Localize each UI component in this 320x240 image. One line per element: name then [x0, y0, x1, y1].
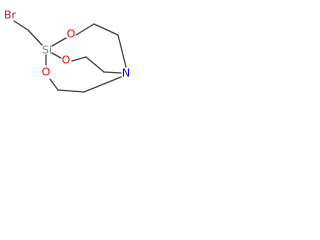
atom-o-mid-label: O — [62, 54, 71, 67]
bond-c-n-top — [117, 34, 127, 68]
bond-c-n-mid — [103, 71, 122, 74]
atom-o-top-label: O — [67, 28, 76, 41]
bond-c-c-low — [57, 89, 85, 93]
atom-o-low-label: O — [42, 66, 51, 79]
bond-si-o-mid — [51, 52, 62, 59]
bond-br-ch2 — [13, 20, 29, 31]
bond-ch2-si — [27, 29, 43, 46]
molecule-structure-diagram: Br Si O O O N — [4, 9, 130, 93]
atom-n-label: N — [122, 67, 130, 80]
bond-si-o-top — [51, 37, 67, 47]
bond-c-c-mid — [85, 56, 105, 73]
bond-o-low-c — [49, 78, 59, 91]
bonds — [13, 20, 127, 93]
atom-br-label: Br — [4, 9, 17, 22]
atom-labels: Br Si O O O N — [4, 9, 130, 80]
bond-o-mid-c — [71, 56, 87, 62]
atom-si-label: Si — [42, 44, 52, 57]
bond-o-top-c — [75, 23, 95, 36]
bond-c-n-low — [83, 76, 122, 93]
bond-c-c-top — [93, 23, 119, 36]
